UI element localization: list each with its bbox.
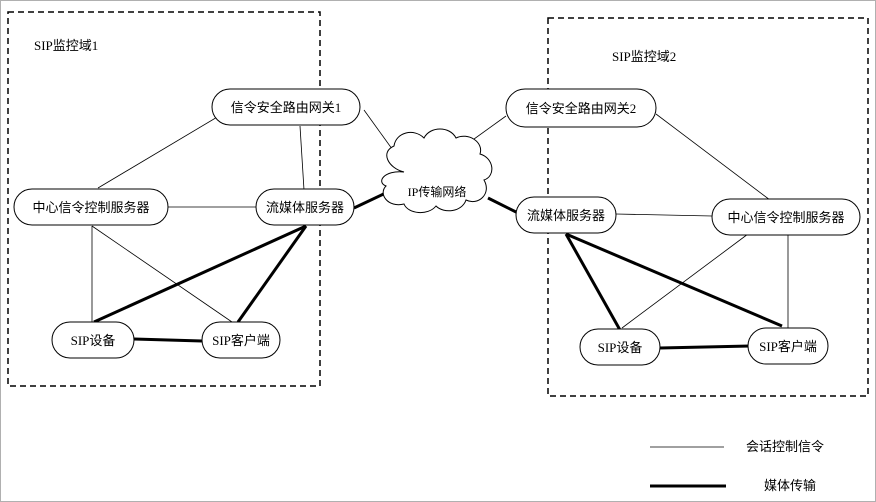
media1-label: 流媒体服务器	[266, 200, 344, 215]
node-media2[interactable]: 流媒体服务器	[515, 196, 617, 234]
node-center2[interactable]: 中心信令控制服务器	[711, 198, 861, 236]
edge-media2-center2	[615, 213, 713, 217]
edge-center1-gateway1	[97, 112, 225, 189]
edge-center1-client1	[91, 225, 233, 323]
device1-label: SIP设备	[71, 333, 116, 348]
edge-gateway1-media1	[299, 125, 305, 191]
center2-label: 中心信令控制服务器	[727, 210, 844, 225]
client1-label: SIP客户端	[212, 333, 270, 348]
node-center1[interactable]: 中心信令控制服务器	[13, 188, 169, 226]
domain2-box	[547, 17, 869, 397]
node-device1[interactable]: SIP设备	[51, 321, 135, 359]
media2-label: 流媒体服务器	[527, 208, 605, 223]
domain1-box	[7, 11, 321, 387]
legend-media-label: 媒体传输	[764, 478, 816, 493]
media-link-media1-device1	[93, 224, 307, 324]
center1-label: 中心信令控制服务器	[32, 200, 149, 215]
media-link-media2-client2	[565, 232, 783, 328]
node-gateway2[interactable]: 信令安全路由网关2	[505, 88, 657, 128]
edge-gateway2-center2	[655, 113, 771, 201]
node-media1[interactable]: 流媒体服务器	[255, 188, 355, 226]
gateway2-label: 信令安全路由网关2	[526, 101, 637, 116]
client2-label: SIP客户端	[759, 339, 817, 354]
ip-network-cloud: IP传输网络	[381, 128, 493, 213]
media-link-device2-client2	[659, 344, 751, 350]
media-link-device1-client1	[133, 337, 203, 343]
node-client2[interactable]: SIP客户端	[747, 327, 829, 365]
media-link-network-media2	[487, 196, 521, 216]
ip-network-label: IP传输网络	[408, 184, 467, 199]
node-device2[interactable]: SIP设备	[579, 328, 661, 366]
domain1-title: SIP监控域1	[34, 38, 98, 53]
node-client1[interactable]: SIP客户端	[201, 321, 281, 359]
legend-signal-label: 会话控制信令	[746, 439, 824, 454]
edge-center2-device2	[621, 233, 749, 329]
media-link-media2-device2	[564, 233, 622, 331]
legend: 会话控制信令 媒体传输	[650, 439, 824, 493]
media-link-media1-client1	[236, 225, 308, 323]
gateway1-label: 信令安全路由网关1	[231, 100, 342, 115]
node-gateway1[interactable]: 信令安全路由网关1	[211, 88, 361, 126]
device2-label: SIP设备	[598, 340, 643, 355]
domain2-title: SIP监控域2	[612, 49, 676, 64]
